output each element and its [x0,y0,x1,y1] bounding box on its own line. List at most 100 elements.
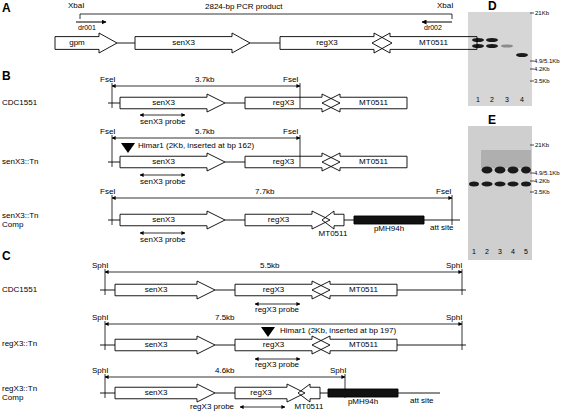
backbone-line [215,290,235,291]
size-arrow [112,138,300,139]
chromosome-line [100,290,466,393]
gene-arrow-shape [372,33,477,53]
site-tick [452,195,453,225]
size-marker: 4.2Kb [534,66,550,73]
size-marker: 21Kb [535,10,549,17]
node-text-group: regX3 [280,33,374,53]
transposon-label: Himar1 (2Kb, inserted at bp 197) [280,327,396,336]
gene-fragment-shape [298,384,320,402]
gene-name: regX3 [273,158,294,166]
gene-fragment: MT0511 [322,211,344,229]
fragment-size: 5.7kb [195,128,215,137]
probe-label: regX3 probe [190,403,234,412]
blot-band [486,38,498,42]
gene-arrow: MT0511 [322,94,407,112]
probe-arrow [255,304,300,305]
site-tick [105,321,106,350]
backbone-line [320,393,328,394]
probe-arrow [140,115,185,116]
gene-name: gpm [69,39,85,47]
node-text-group: senX3 [115,384,197,402]
marker-tick [530,145,534,192]
node-outline [354,216,424,224]
restriction-site: FseI [283,128,299,137]
gene-name: regX3 [263,341,284,349]
size-marker: 21Kb [535,142,549,149]
blot-band [508,182,519,187]
node-text-group: MT0511 [330,281,397,299]
size-arrow [112,86,300,87]
gene-name: MT0511 [295,403,324,411]
fragment-size: 5.5kb [260,262,280,271]
gene-arrow: MT0511 [312,336,397,354]
node-outline [322,211,344,229]
panel-letter: D [488,0,497,13]
strain-label: regX3::Tn Comp [2,385,46,403]
size-arrow [105,272,462,273]
fragment-size: 7.7kb [255,188,275,197]
primer-arrow [422,22,452,23]
restriction-site: SphI [330,367,346,376]
panel-letter: A [2,2,11,15]
restriction-site: SphI [446,314,462,323]
node-text-group: MT0511 [295,403,324,411]
southern-blot [468,126,532,260]
transposon-triangle [121,143,135,153]
gene-arrow: senX3 [115,336,215,354]
panel-letter: C [2,250,11,263]
node-text-group: senX3 [135,33,232,53]
backbone-line [225,103,245,104]
gene-arrow: MT0511 [322,153,407,171]
blot-band [501,44,513,47]
gene-fragment-shape [322,211,344,229]
gene-name: senX3 [145,389,168,397]
restriction-site: FseI [100,128,116,137]
blot-band [495,182,506,187]
node-text-group: regX3 [245,94,322,112]
lane-number: 3 [498,248,502,256]
blot-band [472,38,484,42]
gene-arrow-shape [235,336,330,354]
lane-number: 5 [524,248,528,256]
gene-arrow-shape [135,33,250,53]
node-text-group: MT0511 [319,230,348,238]
gene-arrow: gpm [55,33,117,53]
node-text-group: senX3 [115,336,197,354]
node-text-group: regX3 [245,153,322,171]
blot-band [486,44,498,48]
blot-smear [481,150,531,168]
gene-name: regX3 [316,39,337,47]
probe-label: regX3 probe [255,361,299,370]
gene-arrow-shape [115,384,215,402]
lane-number: 2 [485,248,489,256]
plasmid-box: pMH94h [354,216,424,224]
gene-arrow-shape [245,153,340,171]
gene-name: senX3 [145,341,168,349]
blot-band [516,53,528,57]
gene-name: MT0511 [349,286,378,294]
node-text-group: MT0511 [330,336,397,354]
chromosome-line [108,103,460,220]
gene-arrow-shape [235,281,330,299]
restriction-site: FseI [436,188,452,197]
gene-arrow-shape [322,153,407,171]
blot-band [482,182,493,187]
plasmid-box-shape [328,389,398,397]
site-tick [112,195,113,225]
blot-band [495,167,506,174]
restriction-site: FseI [100,188,116,197]
site-tick [112,83,113,108]
restriction-site: XbaI [68,2,84,11]
backbone-line [215,345,235,346]
size-arrow [112,198,452,199]
node-outline [55,33,117,53]
gene-arrow: regX3 [235,336,330,354]
gene-arrow: senX3 [120,211,225,229]
node-text-group: senX3 [120,153,207,171]
gene-name: MT0511 [359,158,388,166]
restriction-site: SphI [92,262,108,271]
gene-arrow: regX3 [245,94,340,112]
gene-arrow-shape [120,94,225,112]
gene-name: pMH94h [348,398,378,406]
gene-name: regX3 [250,389,271,397]
